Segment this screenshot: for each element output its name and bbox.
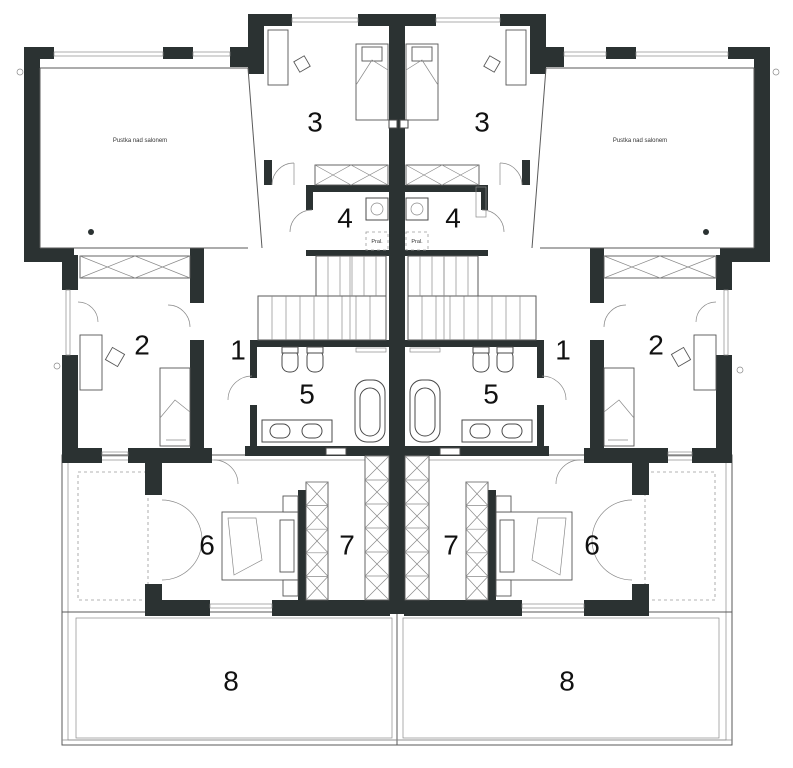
- room-2-label: 2: [134, 329, 150, 360]
- room-4-left: Pral.: [365, 197, 389, 251]
- room-2-right-furniture: [603, 255, 717, 447]
- laundry-label: Pral.: [371, 239, 383, 245]
- room-7-label: 7: [339, 529, 355, 560]
- room-3-right-furniture: [399, 29, 527, 186]
- void-right: Pustka nad salonem: [531, 67, 755, 249]
- doors: [77, 162, 717, 581]
- room-1-label: 1: [230, 334, 246, 365]
- room-7-label: 7: [443, 529, 459, 560]
- walls: [24, 14, 770, 616]
- room-6-label: 6: [199, 529, 215, 560]
- void-label: Pustka nad salonem: [113, 138, 167, 144]
- room-4-label: 4: [337, 202, 353, 233]
- room-3-left-furniture: [267, 29, 398, 186]
- room-4-label: 4: [445, 202, 461, 233]
- room-2-left-furniture: [79, 255, 191, 447]
- room-8-label: 8: [223, 665, 239, 696]
- stairs-right: [407, 255, 537, 341]
- room-3-label: 3: [307, 106, 323, 137]
- room-labels-left: 1 2 3 4 5 6 7 8: [134, 106, 355, 696]
- room-4-right: Pral.: [405, 186, 487, 251]
- room-5-label: 5: [483, 378, 499, 409]
- room-5-label: 5: [299, 378, 315, 409]
- room-5-left: [261, 346, 387, 456]
- room-6-label: 6: [584, 529, 600, 560]
- windows: [16, 17, 780, 609]
- wardrobes: [305, 455, 489, 601]
- void-label: Pustka nad salonem: [613, 138, 667, 144]
- laundry-label: Pral.: [411, 239, 423, 245]
- room-6-right-furniture: [495, 495, 573, 597]
- room-1-label: 1: [555, 334, 571, 365]
- room-6-left-furniture: [221, 495, 299, 597]
- void-left: Pustka nad salonem: [39, 67, 263, 249]
- room-3-label: 3: [474, 106, 490, 137]
- room-labels-right: 1 2 3 4 5 6 7 8: [443, 106, 664, 696]
- room-2-label: 2: [648, 329, 664, 360]
- room-8-label: 8: [559, 665, 575, 696]
- room-5-right: [409, 346, 533, 456]
- stairs-left: [257, 255, 387, 341]
